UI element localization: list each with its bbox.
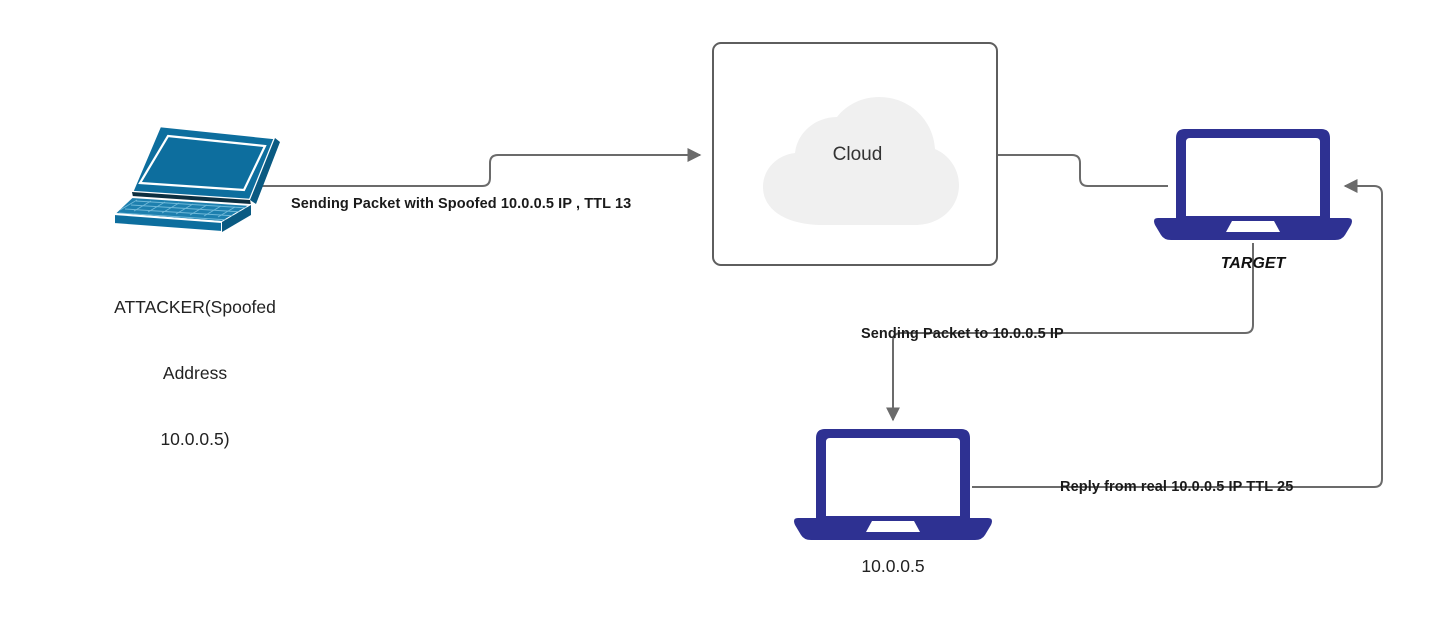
cloud-icon [763,97,959,225]
edge-attacker-to-cloud [262,148,702,187]
laptop-retro-icon[interactable] [110,118,285,233]
edge-label-target-to-victim: Sending Packet to 10.0.0.5 IP [861,326,1064,342]
edge-cloud-to-target [998,154,1168,187]
edge-victim-to-target [972,179,1383,488]
attacker-label-line2: Address [162,363,228,383]
attacker-label-line1: ATTACKER(Spoofed [114,297,276,317]
attacker-label-line3: 10.0.0.5) [160,429,230,449]
attacker-label: ATTACKER(Spoofed Address 10.0.0.5) [65,252,325,494]
edge-label-attacker-to-cloud: Sending Packet with Spoofed 10.0.0.5 IP … [291,196,632,212]
victim-laptop-icon[interactable] [792,426,994,546]
edge-label-victim-to-target: Reply from real 10.0.0.5 IP TTL 25 [1060,479,1294,495]
cloud-label: Cloud [832,144,883,165]
target-laptop-icon[interactable] [1152,126,1354,246]
edge-target-to-victim [886,243,1254,422]
victim-label: 10.0.0.5 [861,556,925,576]
target-label: TARGET [1220,255,1286,272]
